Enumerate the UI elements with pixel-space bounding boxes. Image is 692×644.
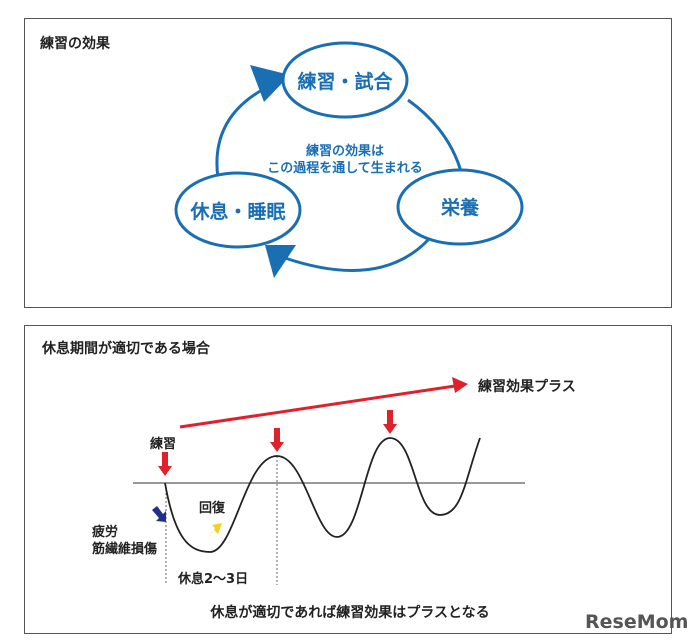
node-practice-label: 練習・試合 xyxy=(297,70,393,93)
trend-arrow-line xyxy=(179,384,456,429)
panel1-title: 練習の効果 xyxy=(40,35,111,52)
practice-markers xyxy=(158,410,397,476)
node-nutrition-ellipse xyxy=(396,168,524,246)
center-text-line1: 練習の効果は xyxy=(306,143,384,159)
node-rest-ellipse xyxy=(174,171,302,249)
arrowhead-up-right-icon xyxy=(250,65,290,102)
fatigue-arrow-icon xyxy=(152,506,166,522)
practice-arrow-icon xyxy=(158,452,172,476)
performance-curve xyxy=(164,437,481,553)
practice-label: 練習 xyxy=(150,436,176,452)
arrowhead-down-left-icon xyxy=(265,245,296,278)
node-nutrition-label: 栄養 xyxy=(440,196,480,219)
practice-arrow-icon xyxy=(270,428,284,452)
panel2-title: 休息期間が適切である場合 xyxy=(41,340,211,357)
panel-appropriate-rest xyxy=(24,325,672,634)
fatigue-label-line2: 筋繊維損傷 xyxy=(91,541,157,557)
node-rest-label: 休息・睡眠 xyxy=(189,200,285,223)
watermark-logo: ReseMom xyxy=(585,611,688,633)
node-practice-ellipse xyxy=(281,41,409,119)
trend-label: 練習効果プラス xyxy=(478,378,576,395)
cycle-arc-left xyxy=(215,88,263,179)
rest-period-label: 休息2～3日 xyxy=(177,571,248,587)
center-text-line2: この過程を通して生まれる xyxy=(267,160,423,176)
fatigue-label-line1: 疲労 xyxy=(92,524,118,540)
cycle-diagram xyxy=(215,88,464,272)
trend-arrowhead-icon xyxy=(452,377,468,393)
recovery-arrow-icon xyxy=(208,523,222,537)
cycle-arc-bottom xyxy=(284,238,430,272)
recovery-label: 回復 xyxy=(199,500,226,516)
panel2-caption: 休息が適切であれば練習効果はプラスとなる xyxy=(209,604,489,621)
cycle-arc-right xyxy=(407,98,464,176)
practice-arrow-icon xyxy=(383,410,397,434)
